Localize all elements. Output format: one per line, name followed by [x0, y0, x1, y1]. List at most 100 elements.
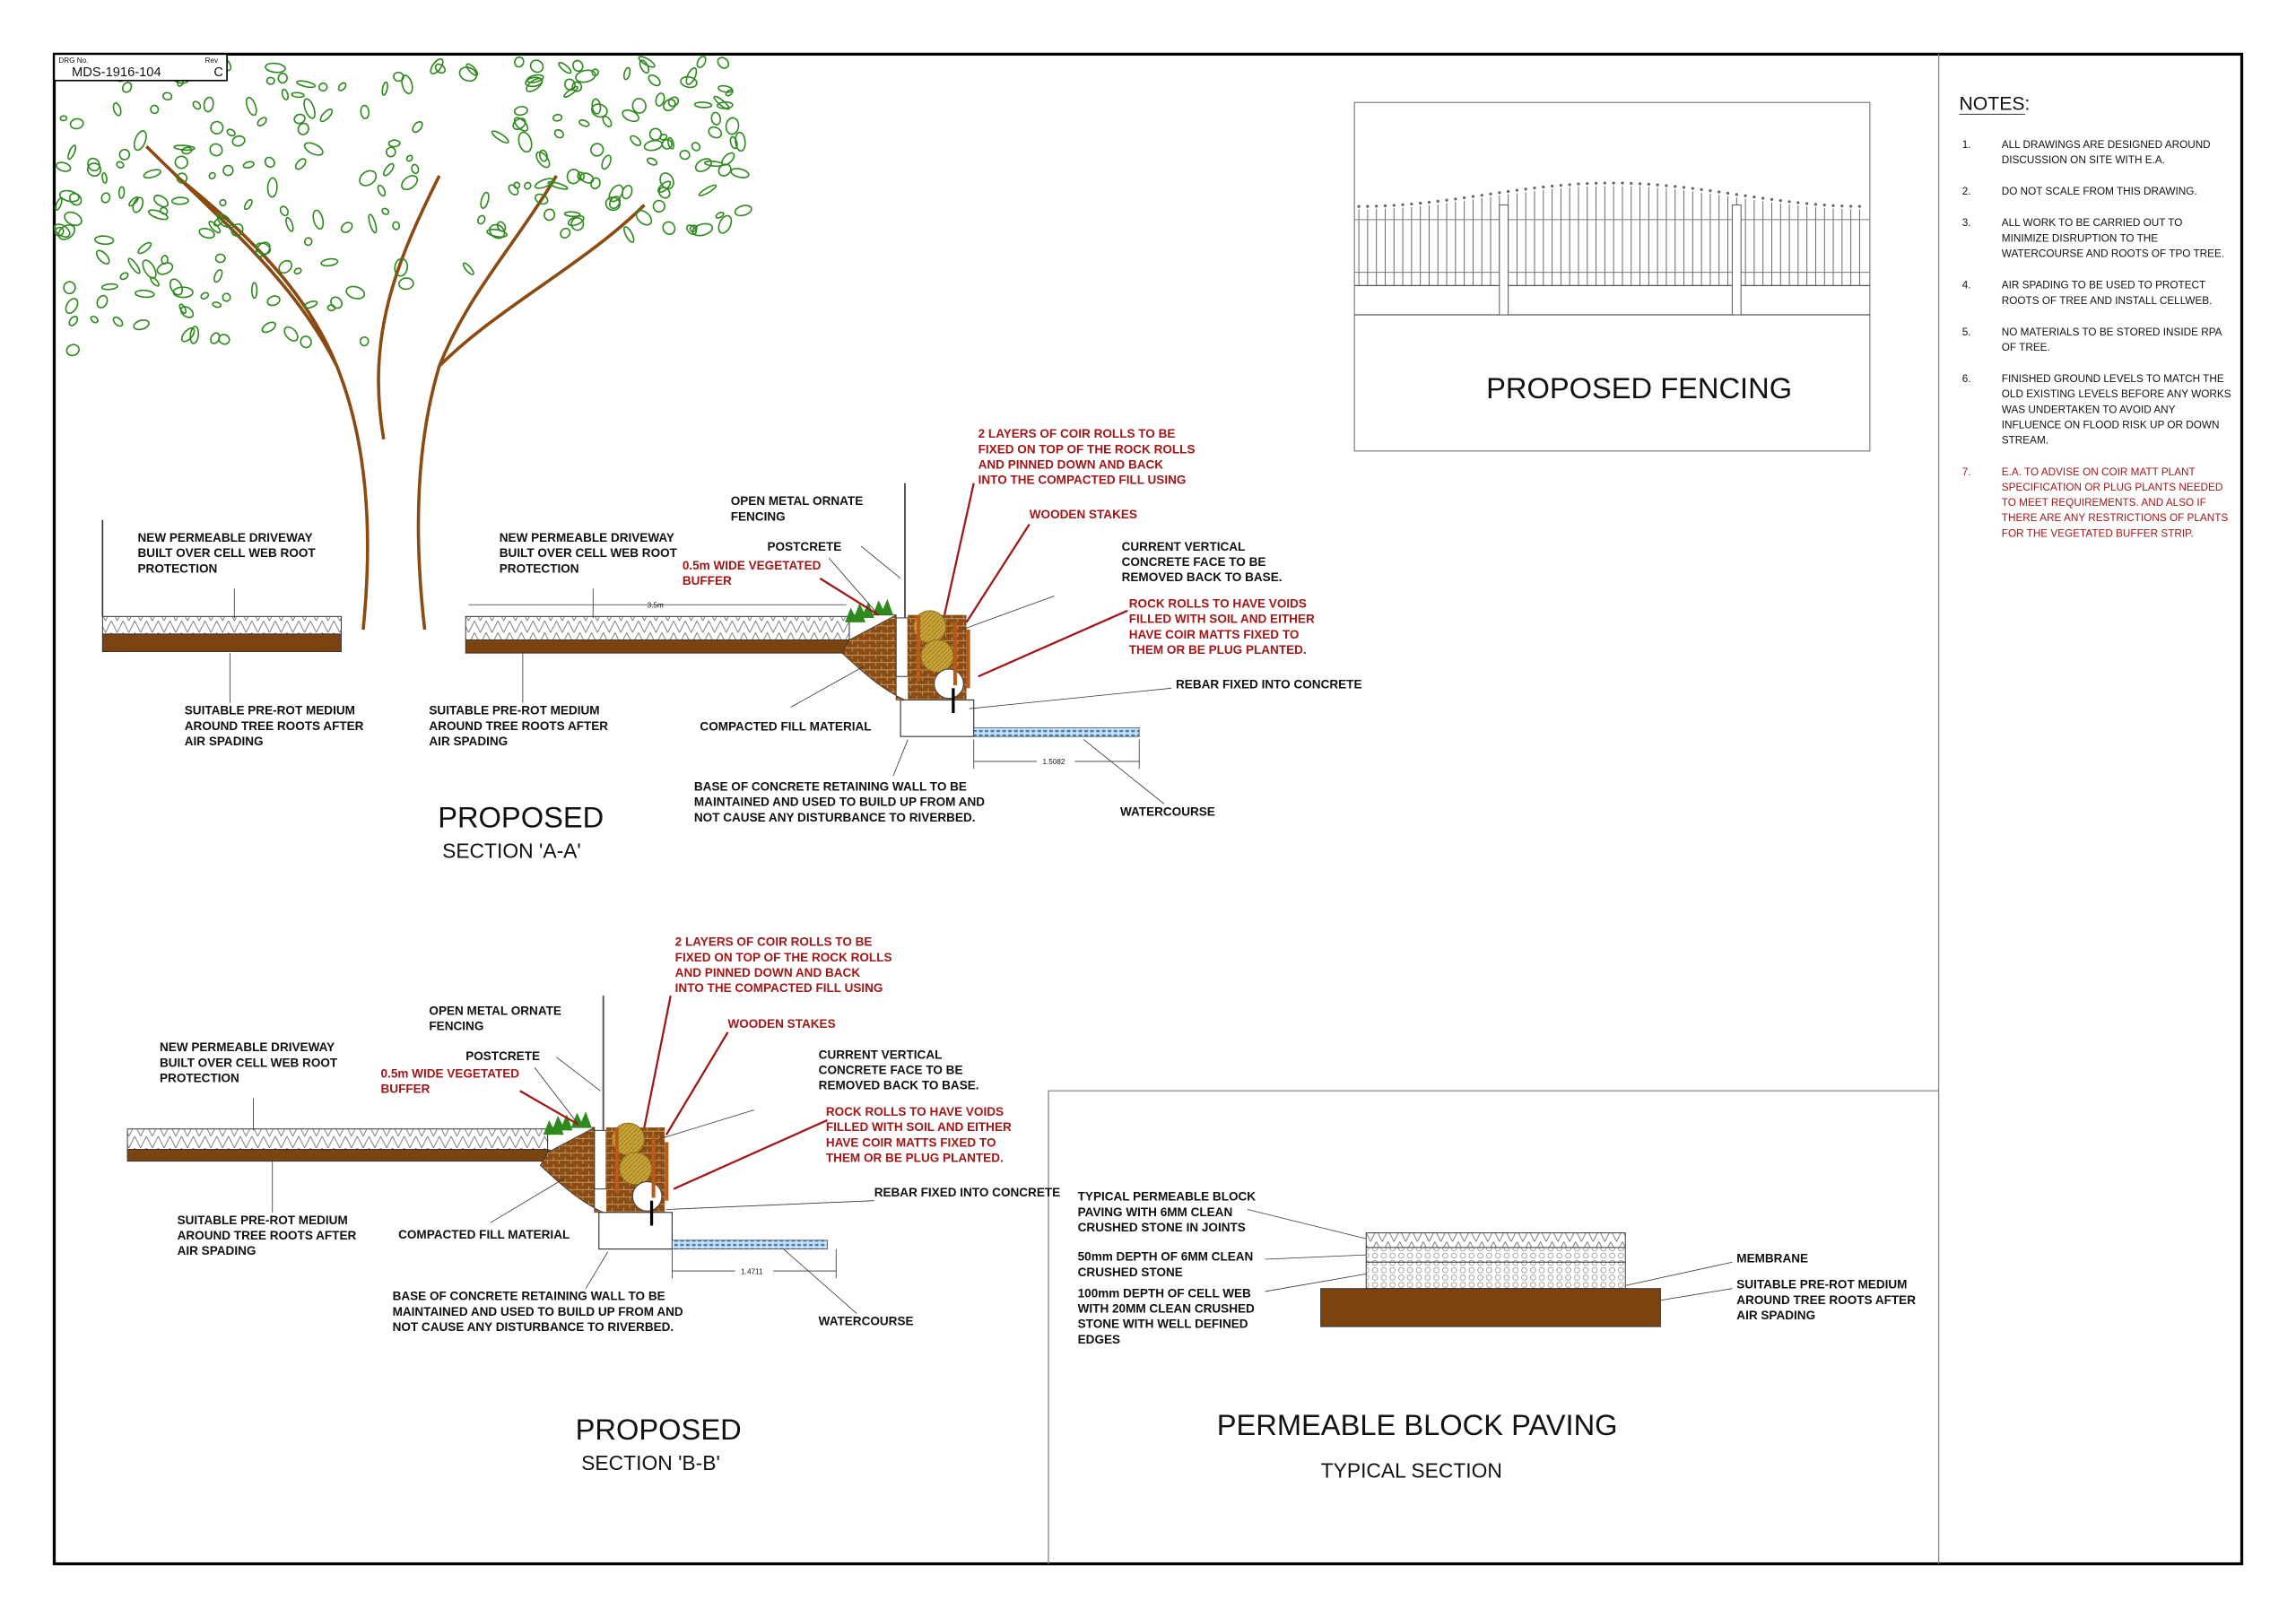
leaf-shape — [319, 109, 334, 123]
label-line: INTO THE COMPACTED FILL USING — [978, 474, 1187, 487]
leaf-shape — [55, 197, 63, 212]
leaf-shape — [630, 135, 642, 147]
driveway-paving — [101, 615, 342, 635]
fence-post — [1731, 204, 1742, 316]
leaf-shape — [382, 162, 395, 177]
leaf-shape — [261, 321, 276, 334]
leaf-shape — [59, 115, 68, 122]
leaf-shape — [729, 135, 738, 150]
label-line: THEM OR BE PLUG PLANTED. — [1129, 643, 1307, 657]
leaf-shape — [480, 191, 490, 209]
fence-finial — [1498, 191, 1501, 195]
fence-finial — [1857, 204, 1862, 208]
label-line: SUITABLE PRE-ROT MEDIUM — [178, 1214, 348, 1227]
fence-finial — [1770, 197, 1774, 202]
wooden-stake — [614, 1127, 619, 1194]
fence-finial — [1630, 181, 1633, 186]
leaf-shape — [579, 172, 595, 184]
driveway-paving — [126, 1128, 549, 1151]
plant-icon — [543, 1118, 564, 1135]
leaf-shape — [513, 181, 521, 189]
fence-finial — [1559, 183, 1563, 187]
leaf-shape — [368, 213, 378, 234]
paving-title: PERMEABLE BLOCK PAVING — [1217, 1408, 1618, 1441]
label-membrane: MEMBRANE — [1736, 1251, 1808, 1265]
cellweb-layer — [1365, 1261, 1626, 1290]
leaf-shape — [691, 222, 714, 237]
leaf-shape — [710, 111, 722, 126]
leaf-shape — [465, 63, 479, 76]
leaf-shape — [212, 301, 222, 309]
leaf-shape — [713, 95, 730, 110]
label-line: NEW PERMEABLE DRIVEWAY — [138, 531, 313, 544]
leaf-shape — [387, 139, 401, 148]
leaf-shape — [179, 306, 195, 318]
fence-finial — [1410, 202, 1413, 206]
label-line: TYPICAL PERMEABLE BLOCK — [1078, 1190, 1257, 1204]
label-line: FIXED ON TOP OF THE ROCK ROLLS — [675, 951, 892, 964]
leaf-shape — [198, 227, 215, 239]
label-line: CONCRETE FACE TO BE — [1122, 555, 1266, 569]
leaf-shape — [552, 113, 563, 122]
leaf-shape — [231, 135, 246, 147]
fence-finial — [1366, 204, 1370, 208]
postcrete — [594, 1129, 607, 1190]
leaf-shape — [210, 120, 224, 135]
leaf-shape — [69, 117, 84, 130]
leaf-shape — [393, 71, 404, 83]
leaf-shape — [623, 226, 635, 243]
leaf-shape — [142, 259, 157, 279]
leaf-shape — [285, 216, 294, 232]
leaf-shape — [169, 278, 184, 296]
fence-finial — [1779, 199, 1782, 203]
leaf-shape — [303, 142, 324, 156]
tree-illustration — [53, 54, 752, 631]
label-line: HAVE COIR MATTS FIXED TO — [1129, 628, 1300, 641]
label-line: BUILT OVER CELL WEB ROOT — [500, 546, 678, 560]
fence-finial — [1550, 184, 1554, 188]
fence-finial — [1427, 200, 1431, 204]
leaf-shape — [172, 286, 194, 299]
dimension-watercourse: 1.5082 — [973, 739, 1140, 770]
leaf-shape — [698, 184, 718, 197]
note-text: WAS UNDERTAKEN TO AVOID ANY — [2002, 404, 2176, 415]
fence-finial — [1533, 187, 1536, 190]
leaf-shape — [214, 253, 226, 264]
leaf-shape — [411, 163, 420, 175]
label-line: AIR SPADING — [178, 1244, 257, 1257]
label-line: FENCING — [429, 1020, 483, 1033]
label-line: FIXED ON TOP OF THE ROCK ROLLS — [978, 442, 1196, 456]
paving-section-drawing: PERMEABLE BLOCK PAVING TYPICAL SECTION — [1217, 1209, 1733, 1482]
label-line: ROCK ROLLS TO HAVE VOIDS — [826, 1105, 1004, 1118]
leaf-shape — [64, 211, 83, 227]
coir-roll — [619, 1152, 652, 1186]
label-line: BASE OF CONCRETE RETAINING WALL TO BE — [694, 780, 967, 794]
leaf-shape — [101, 172, 108, 184]
leaf-shape — [648, 74, 661, 87]
leaf-shape — [718, 214, 733, 234]
note-text: THERE ARE ANY RESTRICTIONS OF PLANTS — [2002, 512, 2229, 524]
fence-finial — [1383, 204, 1387, 208]
leaf-shape — [317, 82, 328, 92]
note-text: SPECIFICATION OR PLUG PLANTS NEEDED — [2002, 482, 2223, 493]
coir-roll — [920, 639, 954, 673]
wooden-stake — [651, 1135, 656, 1198]
postcrete — [895, 617, 909, 677]
title-block: DRG No. MDS-1916-104 Rev C — [53, 53, 228, 82]
leaf-shape — [209, 143, 223, 157]
leaf-shape — [658, 187, 671, 199]
label-line: NEW PERMEABLE DRIVEWAY — [160, 1040, 335, 1054]
label-line: MAINTAINED AND USED TO BUILD UP FROM AND — [393, 1305, 683, 1318]
label-line: SUITABLE PRE-ROT MEDIUM — [185, 704, 355, 718]
leaf-shape — [715, 211, 725, 219]
leaf-shape — [283, 326, 299, 342]
leaf-shape — [394, 257, 409, 277]
fence-finial — [1515, 188, 1519, 192]
pre-rot-medium — [101, 633, 342, 652]
